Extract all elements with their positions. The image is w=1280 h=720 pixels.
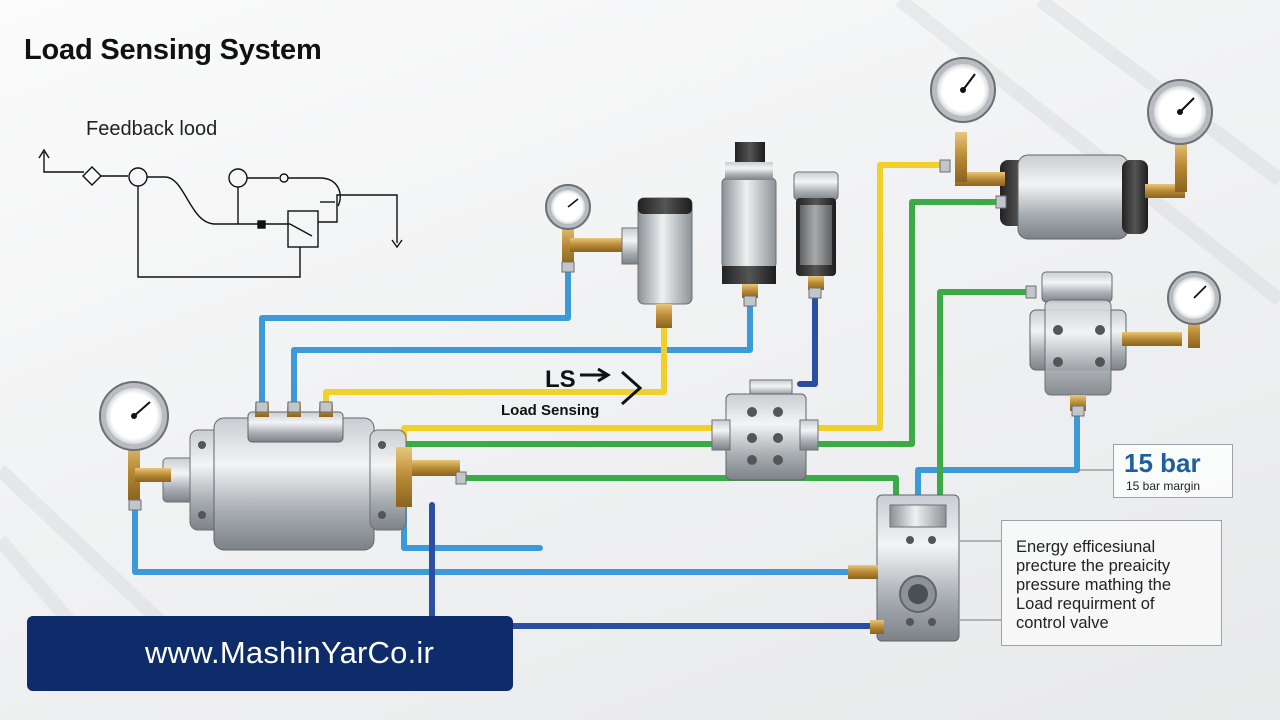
pump-pressure-gauge — [99, 381, 171, 500]
hose-navy-filter — [797, 287, 818, 387]
hose-fittings — [128, 159, 1085, 511]
middle-gauge-assembly — [545, 184, 693, 328]
filter-left — [721, 142, 777, 298]
feedback-loop-label: Feedback lood — [86, 118, 218, 140]
hose-blue-valve-to-margin — [915, 407, 1080, 498]
energy-note-callout: Energy efficesiunal precture the preaici… — [1001, 520, 1222, 646]
leader-lines — [960, 469, 1113, 621]
brand-banner[interactable]: www.MashinYarCo.ir — [27, 616, 513, 691]
brand-logo-tile — [27, 616, 123, 691]
hose-green-lower — [459, 475, 899, 498]
hose-yellow-ls — [323, 323, 667, 413]
ls-label: LS — [545, 366, 576, 393]
central-manifold — [711, 379, 819, 481]
energy-note-text: Energy efficesiunal precture the preaici… — [1016, 538, 1172, 632]
hose-green-upper — [401, 199, 1003, 455]
filter-right — [793, 171, 839, 290]
hose-navy-return — [429, 502, 883, 629]
cylinder-gauge-right — [1147, 79, 1213, 145]
hose-blue-pump-to-filter — [291, 287, 753, 413]
margin-value: 15 bar — [1124, 448, 1201, 478]
feedback-loop-schematic — [38, 148, 403, 278]
main-pump — [162, 403, 460, 551]
hose-blue-pump-return — [132, 502, 853, 575]
cylinder-gauge-left — [930, 57, 996, 123]
hose-green-to-margin-valve — [937, 289, 1033, 498]
margin-label: 15 bar margin — [1126, 479, 1201, 493]
hose-blue-pump-mid — [401, 502, 543, 551]
page-title: Load Sensing System — [24, 34, 322, 66]
load-sensing-label: Load Sensing — [501, 402, 600, 419]
margin-valve — [1029, 271, 1221, 411]
ls-arrow — [580, 367, 643, 406]
brand-url-link[interactable]: www.MashinYarCo.ir — [145, 635, 434, 670]
margin-callout: 15 bar 15 bar margin — [1113, 444, 1233, 498]
hose-blue-gauge-to-pump — [259, 259, 571, 413]
hydraulic-cylinder — [955, 132, 1187, 240]
control-valve — [848, 494, 960, 642]
